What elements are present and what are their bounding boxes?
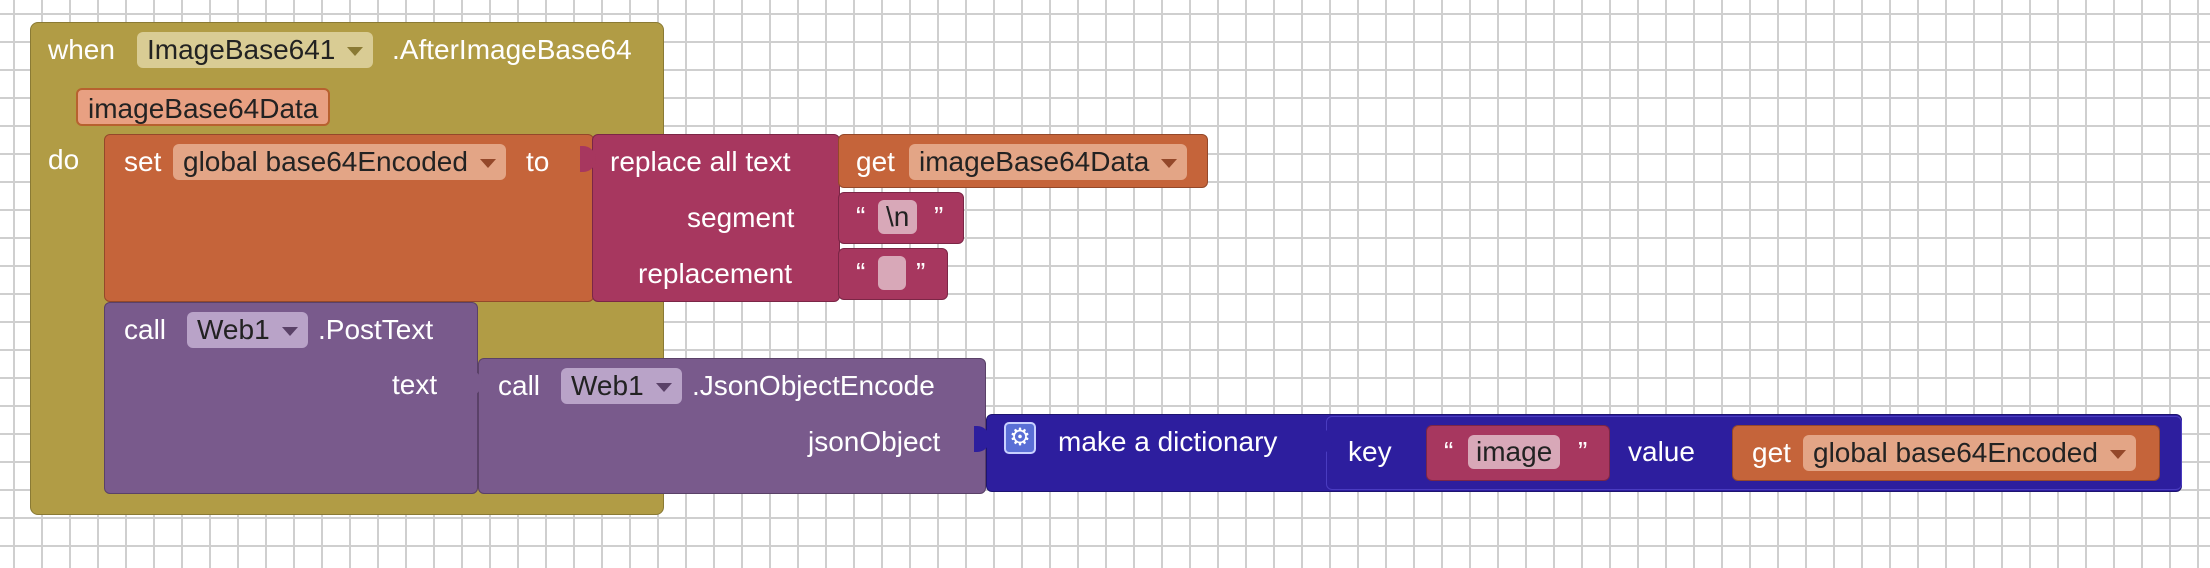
to-label: to xyxy=(526,146,550,177)
replace-all-text-block[interactable] xyxy=(592,134,840,302)
value-label: value xyxy=(1628,436,1695,467)
get-label: get xyxy=(1752,437,1791,468)
close-quote: ” xyxy=(934,201,944,232)
chevron-down-icon xyxy=(655,383,672,392)
call-label: call xyxy=(498,370,541,401)
key-string-value[interactable]: image xyxy=(1468,435,1561,469)
input-notch xyxy=(1316,428,1332,454)
text-label: text xyxy=(392,369,438,400)
open-quote: “ xyxy=(856,201,866,232)
web1-dropdown[interactable]: Web1 xyxy=(561,368,682,404)
input-notch xyxy=(580,146,596,172)
web1-dropdown[interactable]: Web1 xyxy=(187,312,308,348)
key-label: key xyxy=(1348,436,1392,467)
do-label: do xyxy=(48,144,80,175)
get-label: get xyxy=(856,146,895,177)
get-global-dropdown[interactable]: global base64Encoded xyxy=(1803,435,2136,471)
replacement-string-value[interactable] xyxy=(878,256,906,290)
close-quote: ” xyxy=(1578,436,1588,467)
post-text-method: .PostText xyxy=(318,314,434,345)
input-notch xyxy=(974,426,990,452)
get-variable-dropdown[interactable]: imageBase64Data xyxy=(909,144,1188,180)
chevron-down-icon xyxy=(347,47,364,56)
chevron-down-icon xyxy=(479,159,496,168)
set-label: set xyxy=(124,146,162,177)
close-quote: ” xyxy=(916,257,926,288)
open-quote: “ xyxy=(856,257,866,288)
component-dropdown[interactable]: ImageBase641 xyxy=(137,32,374,68)
replace-all-text-label: replace all text xyxy=(610,146,791,177)
input-notch xyxy=(466,370,482,396)
variable-name: global base64Encoded xyxy=(183,146,468,177)
segment-label: segment xyxy=(687,202,795,233)
chevron-down-icon xyxy=(2109,450,2126,459)
web-component-name: Web1 xyxy=(571,370,644,401)
component-name: ImageBase641 xyxy=(147,34,336,65)
json-encode-method: .JsonObjectEncode xyxy=(692,370,935,401)
chevron-down-icon xyxy=(281,327,298,336)
when-label: when xyxy=(48,34,115,65)
make-dictionary-label: make a dictionary xyxy=(1058,426,1278,457)
call-label: call xyxy=(124,314,167,345)
get-global-name: global base64Encoded xyxy=(1813,437,2098,468)
event-name: .AfterImageBase64 xyxy=(392,34,632,65)
chevron-down-icon xyxy=(1161,159,1178,168)
param-imageBase64Data[interactable]: imageBase64Data xyxy=(76,88,331,126)
variable-dropdown[interactable]: global base64Encoded xyxy=(173,144,506,180)
open-quote: “ xyxy=(1444,436,1454,467)
replacement-label: replacement xyxy=(638,258,793,289)
segment-string-value[interactable]: \n xyxy=(878,200,918,234)
web-component-name: Web1 xyxy=(197,314,270,345)
gear-icon[interactable]: ⚙ xyxy=(1004,422,1036,454)
json-object-label: jsonObject xyxy=(808,426,941,457)
get-variable-name: imageBase64Data xyxy=(919,146,1150,177)
